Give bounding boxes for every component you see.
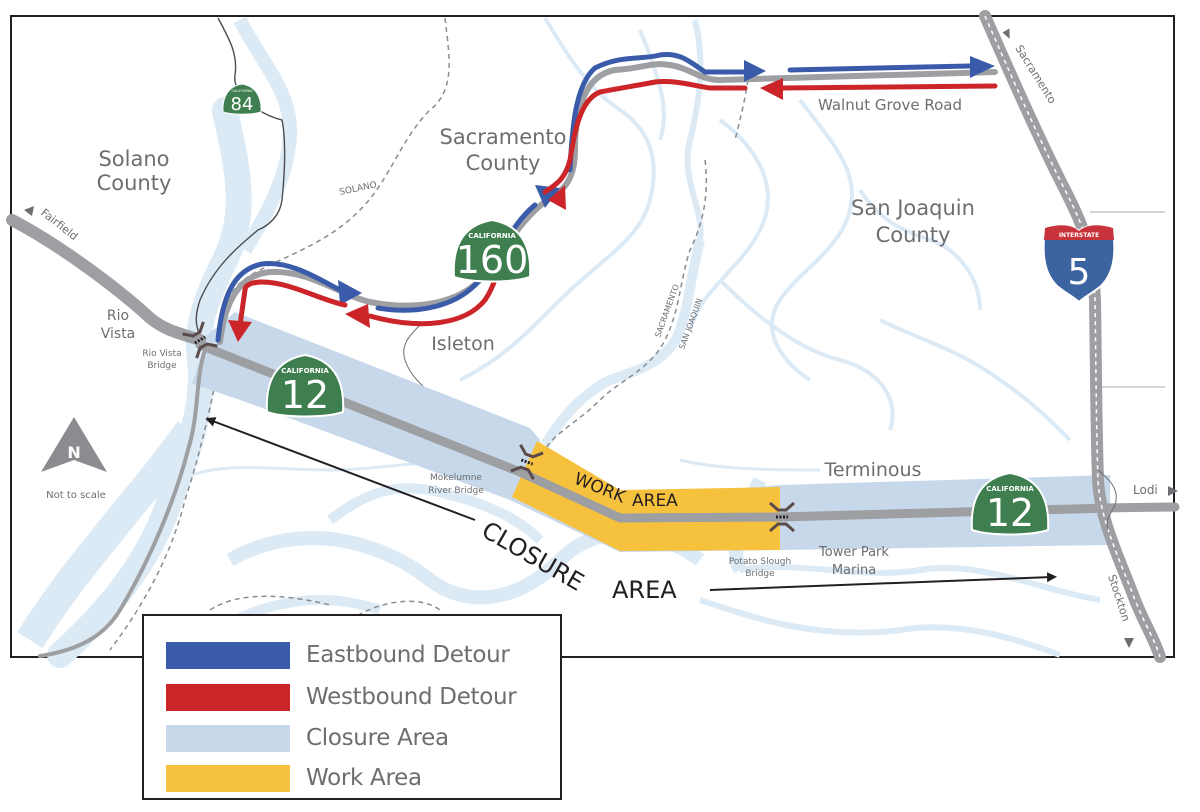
- county-label-san-joaquin: San Joaquin: [851, 196, 975, 220]
- eastbound-detour: [215, 51, 973, 343]
- bridge-label-potato-slough-line2: Bridge: [745, 569, 775, 579]
- legend-swatch-westbound: [166, 683, 290, 711]
- place-isleton: Isleton: [431, 333, 495, 355]
- road-label-walnut-grove: Walnut Grove Road: [818, 96, 962, 114]
- county-label-san-joaquin-line2: County: [876, 223, 951, 247]
- sr84-number: 84: [231, 94, 254, 115]
- place-terminous: Terminous: [824, 459, 922, 481]
- bridge-label-mokelumne-line2: River Bridge: [428, 486, 484, 496]
- sr12-west-shield-icon: CALIFORNIA 12: [265, 353, 345, 418]
- work-area: [512, 441, 780, 551]
- place-tower-park-line2: Marina: [832, 563, 876, 578]
- sr12-west-number: 12: [281, 373, 329, 417]
- legend-label-work: Work Area: [306, 765, 422, 791]
- legend-item-closure: Closure Area: [166, 723, 449, 753]
- bridge-label-rio-vista-line2: Bridge: [147, 361, 177, 371]
- triangle-right-icon: [1168, 486, 1178, 496]
- sr84-state-label: CALIFORNIA: [231, 89, 253, 93]
- place-rio-vista: Rio: [107, 308, 129, 324]
- eastbound-arrowheads: [338, 56, 995, 305]
- i5-centerline: [984, 15, 1161, 658]
- triangle-up-icon: [1002, 28, 1010, 39]
- i5-label: INTERSTATE: [1059, 232, 1099, 239]
- sr12-east-shield-icon: CALIFORNIA 12: [970, 471, 1050, 536]
- place-tower-park: Tower Park: [818, 545, 889, 560]
- sr160-number: 160: [456, 238, 529, 282]
- sr160-shield-icon: CALIFORNIA 160: [452, 218, 532, 283]
- map-legend: Eastbound Detour Westbound Detour Closur…: [142, 614, 562, 800]
- legend-label-eastbound: Eastbound Detour: [306, 642, 510, 668]
- bridge-icon-potato-slough: [769, 501, 795, 533]
- sr12-east-state-label: CALIFORNIA: [986, 485, 1034, 493]
- legend-swatch-eastbound: [166, 641, 290, 669]
- bridge-label-rio-vista: Rio Vista: [142, 349, 181, 359]
- north-letter: N: [67, 443, 80, 462]
- i5-shield-icon: INTERSTATE 5: [1042, 224, 1116, 304]
- legend-label-westbound: Westbound Detour: [306, 684, 517, 710]
- sr12-east-number: 12: [986, 491, 1034, 535]
- county-line-solano-west: [195, 17, 286, 336]
- legend-item-westbound: Westbound Detour: [166, 682, 517, 712]
- legend-item-eastbound: Eastbound Detour: [166, 640, 510, 670]
- bridge-label-mokelumne: Mokelumne: [430, 473, 482, 483]
- closure-arrow-east: [709, 572, 1057, 591]
- sr12-west-state-label: CALIFORNIA: [281, 367, 329, 375]
- i5-number: 5: [1068, 252, 1091, 293]
- bridge-icon-mokelumne: [510, 444, 544, 480]
- legend-item-work: Work Area: [166, 763, 422, 793]
- county-label-solano: Solano: [98, 147, 169, 171]
- sr84-shield-icon: CALIFORNIA 84: [222, 83, 262, 115]
- closure-arrow-west: [205, 417, 476, 521]
- legend-swatch-closure: [166, 724, 290, 752]
- westbound-detour: [237, 79, 998, 328]
- triangle-down-icon: [1124, 638, 1134, 648]
- place-rio-vista-line2: Vista: [101, 326, 136, 342]
- sr160-state-label: CALIFORNIA: [468, 232, 516, 240]
- westbound-arrowheads: [228, 78, 783, 342]
- destination-lodi: Lodi: [1133, 483, 1178, 497]
- legend-label-closure: Closure Area: [306, 725, 449, 751]
- closure-area: [200, 312, 1110, 552]
- legend-swatch-work: [166, 764, 290, 792]
- destination-label-lodi: Lodi: [1133, 483, 1158, 497]
- water-features: [17, 16, 1101, 668]
- closure-area-label-line2: AREA: [612, 576, 677, 604]
- bridge-label-potato-slough: Potato Slough: [729, 557, 791, 567]
- county-label-sacramento: Sacramento: [439, 125, 566, 149]
- not-to-scale-note: Not to scale: [46, 490, 106, 501]
- triangle-left-icon: [24, 206, 34, 216]
- county-label-sacramento-line2: County: [466, 151, 541, 175]
- north-arrow-icon: N: [41, 417, 107, 472]
- county-label-solano-line2: County: [97, 171, 172, 195]
- work-area-label-line2: AREA: [632, 491, 678, 511]
